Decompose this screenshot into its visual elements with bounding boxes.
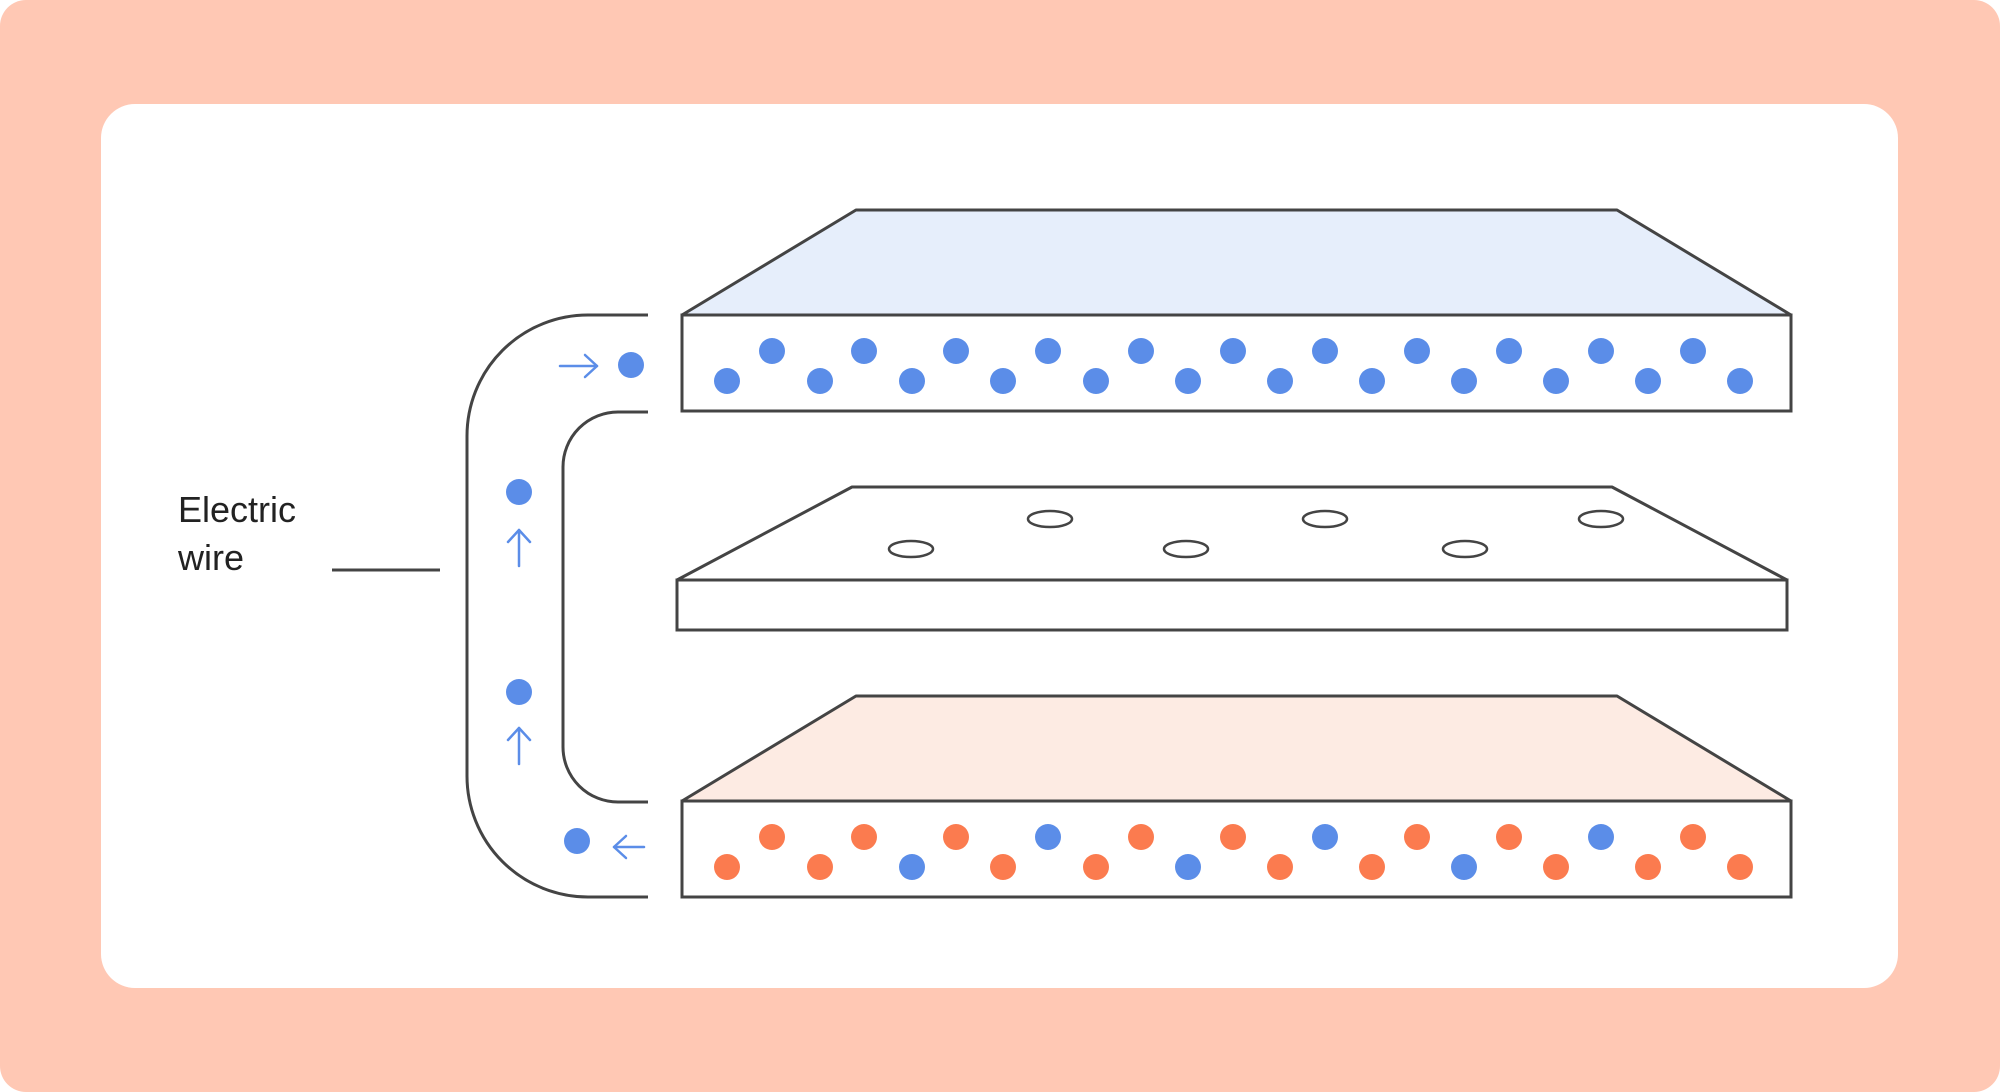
electron-particle [1312, 824, 1338, 850]
separator-plate [675, 485, 1789, 632]
positive-particle [851, 824, 877, 850]
electron-particle [759, 338, 785, 364]
positive-particle [1543, 854, 1569, 880]
electron-particle [1635, 368, 1661, 394]
electron-particle [851, 338, 877, 364]
arrow-up-icon [506, 726, 532, 766]
pore-icon [1577, 509, 1625, 529]
top-plate [680, 208, 1793, 413]
electron-particle [1451, 854, 1477, 880]
bottom-plate [680, 694, 1793, 899]
electron-particle [1404, 338, 1430, 364]
electron-particle [1175, 854, 1201, 880]
wire-electrons [506, 352, 644, 854]
positive-particle [1635, 854, 1661, 880]
positive-particle [759, 824, 785, 850]
arrow-up-icon [506, 528, 532, 568]
electron-particle [1175, 368, 1201, 394]
electron-particle [1035, 338, 1061, 364]
electron-particle [506, 679, 532, 705]
electron-particle [807, 368, 833, 394]
electron-particle [1543, 368, 1569, 394]
electron-particle [1267, 368, 1293, 394]
positive-particle [807, 854, 833, 880]
electric-wire [465, 313, 648, 899]
separator-pores [887, 509, 1625, 559]
electron-particle [564, 828, 590, 854]
electron-particle [714, 368, 740, 394]
positive-particle [1220, 824, 1246, 850]
label-line-1: Electric [178, 489, 297, 530]
electron-particle [990, 368, 1016, 394]
electron-particle [1312, 338, 1338, 364]
positive-particle [1128, 824, 1154, 850]
electron-particle [618, 352, 644, 378]
arrow-left-icon [612, 834, 646, 860]
positive-particle [943, 824, 969, 850]
label-line-2: wire [178, 537, 245, 578]
electron-particle [1680, 338, 1706, 364]
pore-icon [887, 539, 935, 559]
positive-particle [990, 854, 1016, 880]
wire-outer-path [465, 313, 648, 899]
electron-particle [943, 338, 969, 364]
electron-particle [1359, 368, 1385, 394]
positive-particle [1267, 854, 1293, 880]
pore-icon [1026, 509, 1074, 529]
pore-icon [1441, 539, 1489, 559]
electric-wire-label: Electric wire [178, 486, 296, 582]
positive-particle [1727, 854, 1753, 880]
electron-particle [506, 479, 532, 505]
electron-particle [1083, 368, 1109, 394]
electron-particle [1128, 338, 1154, 364]
arrow-right-icon [558, 353, 599, 379]
positive-particle [1680, 824, 1706, 850]
positive-particle [1404, 824, 1430, 850]
bottom-plate-particles [714, 824, 1753, 880]
positive-particle [714, 854, 740, 880]
top-plate-face [680, 208, 1793, 317]
electron-particle [1220, 338, 1246, 364]
positive-particle [1359, 854, 1385, 880]
electron-particle [899, 368, 925, 394]
electron-particle [1451, 368, 1477, 394]
top-plate-particles [714, 338, 1753, 394]
pore-icon [1162, 539, 1210, 559]
separator-front [675, 578, 1789, 632]
bottom-plate-face [680, 694, 1793, 803]
wire-inner-path [561, 410, 648, 804]
electron-particle [1496, 338, 1522, 364]
flow-arrows [506, 353, 646, 860]
electron-particle [1588, 824, 1614, 850]
electron-particle [1727, 368, 1753, 394]
electron-particle [1035, 824, 1061, 850]
separator-face [675, 485, 1789, 582]
positive-particle [1496, 824, 1522, 850]
electron-particle [899, 854, 925, 880]
positive-particle [1083, 854, 1109, 880]
electron-particle [1588, 338, 1614, 364]
pore-icon [1301, 509, 1349, 529]
